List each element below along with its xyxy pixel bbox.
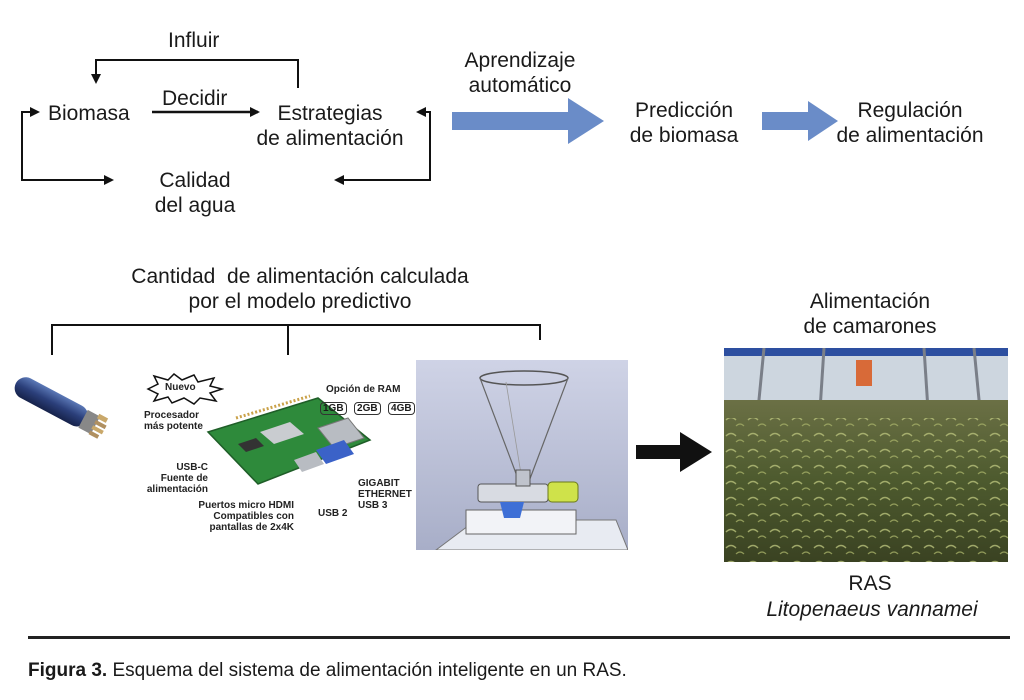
sensor-probe-image (14, 377, 109, 439)
gigabit-line2: ETHERNET (358, 489, 412, 500)
shrimp-tank-photo (724, 348, 1008, 562)
ras-label: RAS (848, 572, 892, 595)
influir-connector (91, 59, 299, 88)
ram-chip-2gb: 2GB (354, 402, 381, 415)
feeder-hopper-image (416, 360, 628, 550)
calidad-node: Calidad del agua (125, 168, 265, 218)
usbc-line3: alimentación (146, 484, 208, 495)
procesador-label: Procesador más potente (144, 410, 203, 432)
usbc-label: USB-C Fuente de alimentación (138, 462, 208, 495)
decidir-label: Decidir (162, 87, 228, 110)
estrategias-line1: Estrategias (277, 102, 383, 125)
influir-label: Influir (168, 29, 220, 52)
ram-chip-1gb: 1GB (320, 402, 347, 415)
cantidad-heading: Cantidad de alimentación calculada por e… (60, 264, 540, 314)
caption-rule (28, 636, 1010, 639)
usbc-line2: Fuente de (160, 473, 208, 484)
estrategias-node: Estrategias de alimentación (240, 101, 420, 151)
procesador-line2: más potente (144, 421, 203, 432)
aprendizaje-line1: Aprendizaje (464, 49, 576, 72)
cantidad-line2: por el modelo predictivo (188, 290, 412, 313)
hdmi-line3: pantallas de 2x4K (209, 522, 294, 533)
species-label: Litopenaeus vannamei (766, 598, 978, 621)
gigabit-label: GIGABIT ETHERNET USB 3 (358, 478, 412, 511)
ram-chip-4gb: 4GB (388, 402, 415, 415)
caption-label: Figura 3. (28, 660, 108, 681)
calidad-line2: del agua (154, 194, 236, 217)
hdmi-label: Puertos micro HDMI Compatibles con panta… (184, 500, 294, 533)
nuevo-label: Nuevo (165, 382, 196, 393)
estrategias-line2: de alimentación (256, 127, 404, 150)
feeder-to-tank-arrow (636, 432, 712, 472)
aprendizaje-blue-arrow (452, 98, 604, 144)
regulacion-node: Regulación de alimentación (820, 98, 1000, 148)
aprendizaje-line2: automático (468, 74, 572, 97)
alimentacion-line1: Alimentación (809, 290, 931, 313)
usb2-label: USB 2 (318, 508, 348, 519)
cantidad-bracket (51, 324, 541, 355)
aprendizaje-label: Aprendizaje automático (440, 48, 600, 98)
raspberry-pi-board-image (206, 394, 372, 485)
usbc-line1: USB-C (176, 462, 208, 473)
procesador-line1: Procesador (144, 410, 200, 421)
caption-text: Esquema del sistema de alimentación inte… (107, 660, 627, 681)
alimentacion-camarones-heading: Alimentación de camarones (780, 289, 960, 339)
prediccion-node: Predicción de biomasa (612, 98, 756, 148)
regulacion-line1: Regulación (857, 99, 963, 122)
alimentacion-line2: de camarones (803, 315, 937, 338)
ram-option-title: Opción de RAM (326, 384, 401, 395)
hdmi-line2: Compatibles con (213, 511, 294, 522)
usb3-label: USB 3 (358, 500, 388, 511)
gigabit-line1: GIGABIT (358, 478, 400, 489)
nuevo-starburst-icon (146, 373, 224, 405)
prediccion-blue-arrow (762, 101, 838, 141)
calidad-line1: Calidad (159, 169, 231, 192)
biomasa-node: Biomasa (48, 102, 130, 125)
prediccion-line2: de biomasa (629, 124, 739, 147)
ram-options: 1GB 2GB 4GB (320, 398, 418, 416)
figure-caption: Figura 3. Esquema del sistema de aliment… (28, 660, 627, 682)
hdmi-line1: Puertos micro HDMI (198, 500, 294, 511)
prediccion-line1: Predicción (634, 99, 734, 122)
cantidad-line1: Cantidad de alimentación calculada (131, 265, 469, 288)
regulacion-line2: de alimentación (836, 124, 984, 147)
